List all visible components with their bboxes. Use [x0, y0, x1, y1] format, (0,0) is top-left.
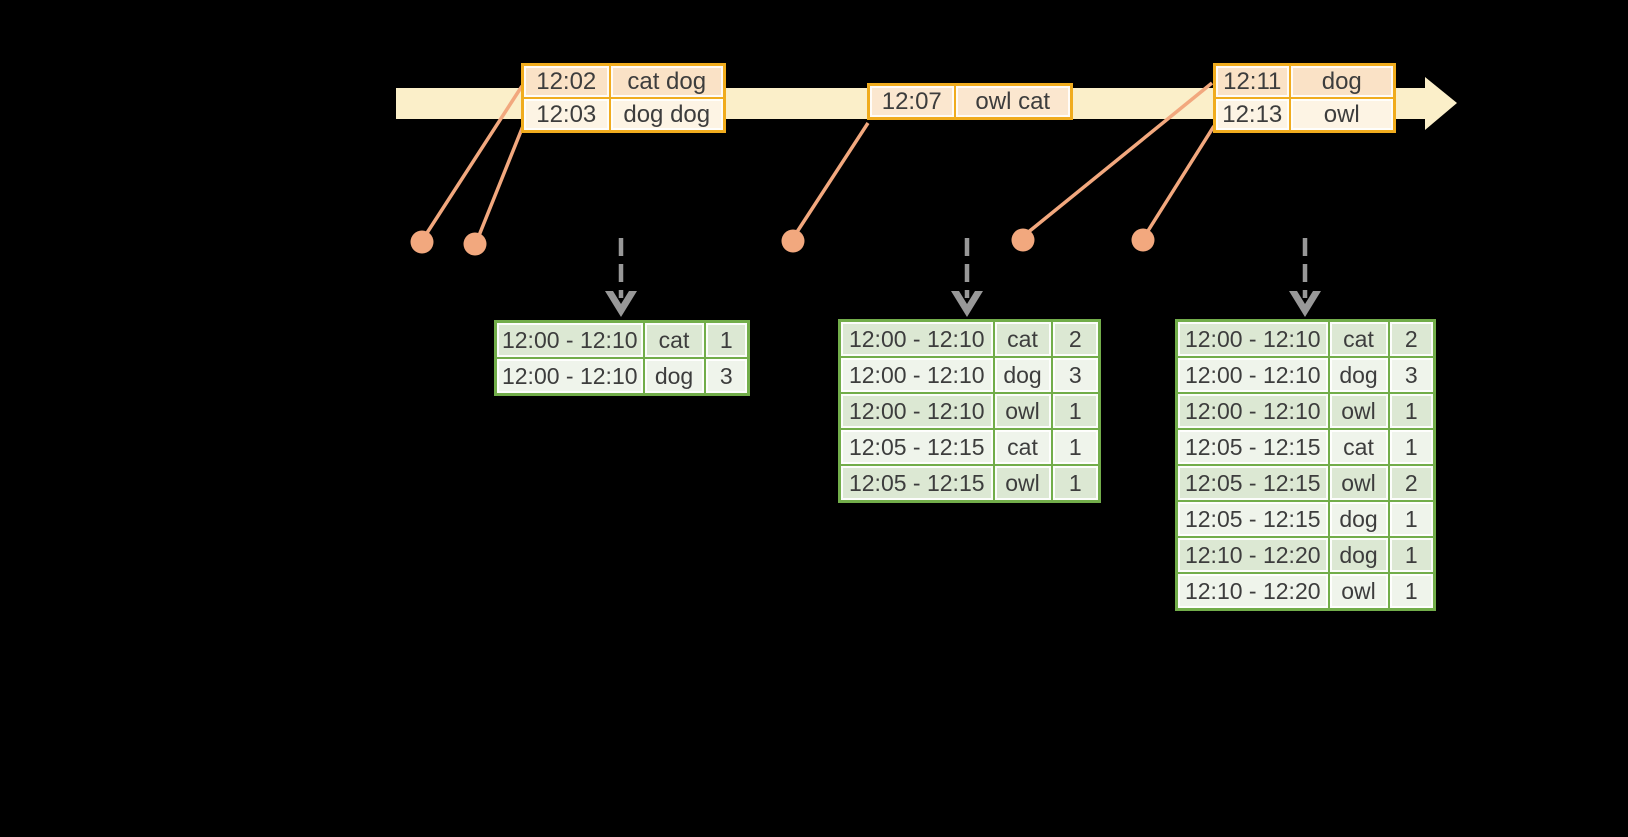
count-cell: 2 — [1387, 319, 1436, 358]
event-time-cell: 12:03 — [521, 97, 611, 133]
table-row: 12:00 - 12:10 cat 2 — [838, 319, 1101, 358]
event-words-cell: dog — [1288, 63, 1396, 99]
table-row: 12:02 cat dog — [521, 63, 726, 99]
event-words-cell: owl — [1288, 97, 1396, 133]
window-cell: 12:00 - 12:10 — [1175, 392, 1330, 430]
event-table-2: 12:07 owl cat — [867, 83, 1073, 120]
result-table-2: 12:00 - 12:10 cat 2 12:00 - 12:10 dog 3 … — [838, 319, 1101, 503]
table-row: 12:05 - 12:15 owl 1 — [838, 464, 1101, 503]
window-cell: 12:00 - 12:10 — [838, 392, 995, 430]
trigger-arrows — [605, 238, 1321, 317]
event-table-3: 12:11 dog 12:13 owl — [1213, 63, 1396, 133]
event-dot — [1011, 228, 1035, 252]
window-cell: 12:10 - 12:20 — [1175, 572, 1330, 611]
event-words-cell: cat dog — [608, 63, 726, 99]
table-row: 12:00 - 12:10 owl 1 — [1175, 392, 1436, 430]
table-row: 12:13 owl — [1213, 97, 1396, 133]
event-dots — [410, 228, 1155, 256]
window-cell: 12:00 - 12:10 — [838, 319, 995, 358]
window-cell: 12:05 - 12:15 — [838, 428, 995, 466]
word-cell: cat — [1327, 319, 1390, 358]
count-cell: 1 — [1387, 572, 1436, 611]
count-cell: 1 — [1387, 536, 1436, 574]
table-row: 12:00 - 12:10 dog 3 — [838, 356, 1101, 394]
result-table-1: 12:00 - 12:10 cat 1 12:00 - 12:10 dog 3 — [494, 320, 750, 396]
window-cell: 12:00 - 12:10 — [494, 357, 645, 396]
word-cell: cat — [992, 319, 1053, 358]
window-cell: 12:00 - 12:10 — [1175, 319, 1330, 358]
trigger-arrow-icon — [1289, 291, 1321, 317]
trigger-arrow-icon — [605, 291, 637, 317]
event-time-cell: 12:07 — [867, 83, 956, 120]
event-dot — [410, 230, 434, 254]
event-dot — [1131, 228, 1155, 252]
table-row: 12:10 - 12:20 dog 1 — [1175, 536, 1436, 574]
table-row: 12:00 - 12:10 cat 2 — [1175, 319, 1436, 358]
event-dot — [463, 232, 487, 256]
count-cell: 1 — [1387, 428, 1436, 466]
table-row: 12:00 - 12:10 dog 3 — [494, 357, 750, 396]
event-connector-line — [793, 122, 870, 236]
window-cell: 12:00 - 12:10 — [494, 320, 645, 359]
event-connector-line — [476, 125, 525, 239]
word-cell: owl — [992, 392, 1053, 430]
word-cell: owl — [992, 464, 1053, 503]
word-cell: cat — [1327, 428, 1390, 466]
word-cell: owl — [1327, 392, 1390, 430]
word-cell: dog — [1327, 356, 1390, 394]
event-words-cell: dog dog — [608, 97, 726, 133]
word-cell: cat — [992, 428, 1053, 466]
window-cell: 12:05 - 12:15 — [838, 464, 995, 503]
count-cell: 3 — [703, 357, 750, 396]
count-cell: 3 — [1050, 356, 1101, 394]
count-cell: 3 — [1387, 356, 1436, 394]
event-connector-line — [423, 85, 524, 237]
word-cell: dog — [642, 357, 706, 396]
event-words-cell: owl cat — [953, 83, 1073, 120]
table-row: 12:05 - 12:15 cat 1 — [838, 428, 1101, 466]
table-row: 12:00 - 12:10 cat 1 — [494, 320, 750, 359]
word-cell: owl — [1327, 464, 1390, 502]
table-row: 12:00 - 12:10 dog 3 — [1175, 356, 1436, 394]
table-row: 12:03 dog dog — [521, 97, 726, 133]
word-cell: dog — [1327, 500, 1390, 538]
count-cell: 1 — [1050, 464, 1101, 503]
event-dot — [781, 229, 805, 253]
window-cell: 12:05 - 12:15 — [1175, 464, 1330, 502]
word-cell: dog — [1327, 536, 1390, 574]
table-row: 12:05 - 12:15 cat 1 — [1175, 428, 1436, 466]
event-time-cell: 12:02 — [521, 63, 611, 99]
window-cell: 12:10 - 12:20 — [1175, 536, 1330, 574]
word-cell: cat — [642, 320, 706, 359]
window-cell: 12:05 - 12:15 — [1175, 428, 1330, 466]
count-cell: 1 — [1387, 500, 1436, 538]
table-row: 12:10 - 12:20 owl 1 — [1175, 572, 1436, 611]
trigger-arrow-icon — [951, 291, 983, 317]
event-connector-line — [1024, 81, 1214, 236]
event-connector-line — [1144, 125, 1216, 235]
table-row: 12:00 - 12:10 owl 1 — [838, 392, 1101, 430]
count-cell: 1 — [1050, 392, 1101, 430]
window-cell: 12:05 - 12:15 — [1175, 500, 1330, 538]
result-table-3: 12:00 - 12:10 cat 2 12:00 - 12:10 dog 3 … — [1175, 319, 1436, 611]
table-row: 12:11 dog — [1213, 63, 1396, 99]
count-cell: 1 — [703, 320, 750, 359]
event-time-cell: 12:13 — [1213, 97, 1291, 133]
count-cell: 1 — [1387, 392, 1436, 430]
table-row: 12:07 owl cat — [867, 83, 1073, 120]
count-cell: 2 — [1050, 319, 1101, 358]
word-cell: owl — [1327, 572, 1390, 611]
timeline-arrowhead-icon — [1425, 77, 1457, 130]
word-cell: dog — [992, 356, 1053, 394]
count-cell: 1 — [1050, 428, 1101, 466]
table-row: 12:05 - 12:15 owl 2 — [1175, 464, 1436, 502]
table-row: 12:05 - 12:15 dog 1 — [1175, 500, 1436, 538]
window-cell: 12:00 - 12:10 — [1175, 356, 1330, 394]
window-cell: 12:00 - 12:10 — [838, 356, 995, 394]
event-table-1: 12:02 cat dog 12:03 dog dog — [521, 63, 726, 133]
count-cell: 2 — [1387, 464, 1436, 502]
event-time-cell: 12:11 — [1213, 63, 1291, 99]
event-connector-lines — [423, 81, 1216, 239]
